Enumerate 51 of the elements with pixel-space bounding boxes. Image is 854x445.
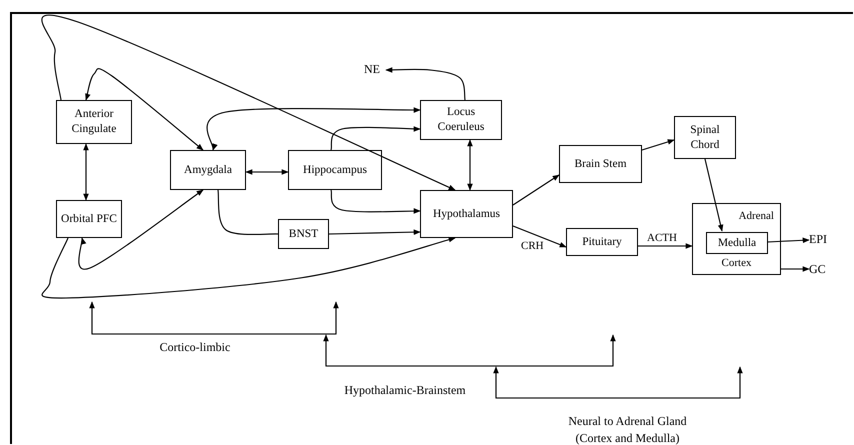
hormone-label: EPI — [809, 232, 831, 247]
arrow — [781, 266, 810, 272]
adrenal-box — [692, 203, 781, 275]
node-label: Spinal Chord — [689, 122, 721, 152]
node-label: Locus Coeruleus — [436, 105, 486, 135]
arrow — [512, 225, 567, 248]
node-label: Pituitary — [581, 234, 623, 250]
brain-region-box — [56, 200, 122, 238]
brain-region-box — [420, 190, 513, 238]
arrow — [638, 243, 693, 249]
arrow — [385, 67, 466, 100]
node-label: Hypothalamus — [432, 206, 502, 222]
connector-line — [217, 190, 278, 236]
node-label: Amygdala — [183, 162, 233, 178]
arrow — [642, 139, 675, 151]
brain-region-box — [278, 219, 329, 249]
arrow — [84, 68, 204, 150]
node-label: Hippocampus — [302, 162, 368, 178]
brain-region-box — [674, 116, 736, 159]
hormone-label: GC — [809, 262, 829, 277]
arrow — [330, 190, 421, 214]
node-label: Brain Stem — [573, 156, 628, 172]
arrow — [78, 190, 204, 270]
arrow — [245, 169, 289, 175]
arrow — [328, 229, 421, 235]
arrow — [83, 143, 89, 201]
node-label: BNST — [288, 226, 320, 242]
group-label: Neural to Adrenal Gland (Cortex and Medulla) — [567, 413, 688, 445]
hormone-label: NE — [364, 62, 386, 77]
brain-region-box — [559, 145, 642, 183]
arrow — [467, 139, 473, 191]
arrow — [206, 107, 421, 151]
brain-region-box — [56, 100, 132, 144]
node-label: Medulla — [716, 236, 758, 250]
brain-region-box — [170, 150, 246, 190]
brain-region-box — [566, 228, 638, 256]
node-label: Anterior Cingulate — [70, 107, 118, 137]
node-label: Adrenal — [738, 210, 774, 223]
node-label: Cortex — [720, 257, 752, 270]
arrow — [766, 238, 810, 244]
node-label: Orbital PFC — [60, 212, 118, 226]
brain-region-box — [288, 150, 382, 190]
group-label: Cortico-limbic — [158, 339, 232, 356]
medulla-box — [706, 232, 768, 254]
arrow — [704, 158, 724, 232]
arrow — [330, 126, 421, 150]
arrow — [42, 236, 456, 299]
brain-region-box — [420, 100, 502, 140]
arrow — [42, 14, 456, 190]
arrow — [512, 174, 560, 206]
group-label: Hypothalamic-Brainstem — [343, 382, 467, 399]
